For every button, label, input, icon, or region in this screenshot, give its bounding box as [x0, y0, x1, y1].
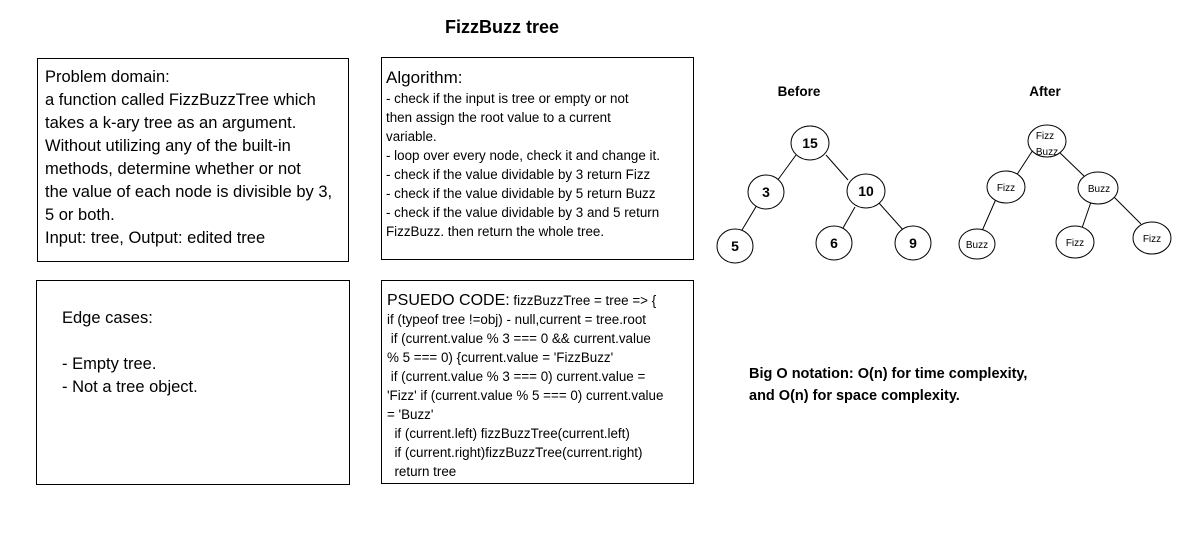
edge — [1081, 201, 1092, 229]
before-tree-edges — [741, 154, 905, 232]
edge — [842, 206, 856, 229]
algorithm-heading: Algorithm: — [386, 68, 463, 87]
big-o-line: and O(n) for space complexity. — [749, 388, 960, 404]
pseudo-line: = 'Buzz' — [387, 407, 434, 422]
algorithm-line: then assign the root value to a current — [386, 110, 611, 125]
node-right-left — [815, 225, 853, 261]
node-value: Buzz — [1088, 184, 1110, 195]
edge-cases-box: Edge cases: - Empty tree. - Not a tree o… — [36, 280, 350, 485]
algorithm-line: - loop over every node, check it and cha… — [386, 148, 660, 163]
node-left-left — [716, 228, 754, 264]
big-o-line: Big O notation: O(n) for time complexity… — [749, 366, 1028, 382]
pseudo-heading: PSUEDO CODE: — [387, 292, 510, 309]
node-value: Fizz — [1143, 234, 1161, 245]
problem-line: Input: tree, Output: edited tree — [45, 229, 266, 247]
problem-domain-box: Problem domain: a function called FizzBu… — [37, 58, 349, 262]
node-value: Fizz — [1036, 131, 1054, 142]
page-title: FizzBuzz tree — [444, 17, 559, 37]
edge — [741, 204, 758, 231]
node-value: 9 — [909, 235, 917, 251]
before-tree-nodes — [716, 125, 932, 264]
algorithm-line: FizzBuzz. then return the whole tree. — [386, 224, 605, 239]
node-root — [1027, 124, 1067, 158]
algorithm-box: Algorithm: - check if the input is tree … — [381, 57, 694, 260]
problem-line: methods, determine whether or not — [45, 160, 301, 178]
pseudo-line: if (typeof tree !=obj) - null,current = … — [387, 312, 647, 327]
edge — [776, 154, 797, 182]
pseudo-line: if (current.value % 3 === 0 && current.v… — [387, 331, 651, 346]
node-value: Buzz — [966, 240, 988, 251]
edge-case-item: - Empty tree. — [62, 355, 157, 373]
after-tree-nodes — [958, 124, 1172, 260]
problem-line: Without utilizing any of the built-in — [45, 137, 291, 155]
pseudo-first-line: fizzBuzzTree = tree => { — [509, 293, 657, 308]
pseudo-line: return tree — [387, 464, 457, 479]
problem-line: 5 or both. — [45, 206, 115, 224]
node-value: 6 — [830, 235, 838, 251]
algorithm-line: variable. — [386, 129, 437, 144]
pseudo-line: if (current.left) fizzBuzzTree(current.l… — [387, 426, 630, 441]
pseudo-line: if (current.right)fizzBuzzTree(current.r… — [387, 445, 643, 460]
problem-line: takes a k-ary tree as an argument. — [45, 114, 297, 132]
node-right — [1077, 171, 1119, 205]
node-left — [986, 170, 1026, 204]
pseudo-line: if (current.value % 3 === 0) current.val… — [387, 369, 646, 384]
node-value: 15 — [802, 135, 818, 151]
after-tree-edges — [981, 149, 1142, 232]
problem-line: a function called FizzBuzzTree which — [45, 91, 316, 109]
algorithm-line: - check if the value dividable by 3 and … — [386, 205, 660, 220]
algorithm-line: - check if the input is tree or empty or… — [386, 91, 629, 106]
before-tree-labels: 15 3 10 5 6 9 — [731, 135, 917, 254]
node-right-left — [1055, 225, 1095, 259]
node-right-right — [894, 225, 932, 261]
node-right — [846, 173, 886, 209]
pseudo-code-box: PSUEDO CODE: fizzBuzzTree = tree => { if… — [381, 280, 694, 484]
edge — [1056, 149, 1085, 177]
pseudo-line: % 5 === 0) {current.value = 'FizzBuzz' — [387, 350, 614, 365]
pseudo-line: 'Fizz' if (current.value % 5 === 0) curr… — [387, 388, 664, 403]
edge — [825, 154, 849, 181]
edge — [1015, 149, 1034, 177]
edge-case-item: - Not a tree object. — [62, 378, 198, 396]
node-value: Fizz — [997, 183, 1015, 194]
node-right-right — [1132, 221, 1172, 255]
problem-line: the value of each node is divisible by 3… — [45, 183, 333, 201]
algorithm-line: - check if the value dividable by 3 retu… — [386, 167, 651, 182]
edge — [981, 198, 997, 232]
node-left — [747, 174, 785, 210]
edge — [1113, 196, 1142, 225]
edge-cases-heading: Edge cases: — [62, 309, 153, 327]
algorithm-line: - check if the value dividable by 5 retu… — [386, 186, 656, 201]
node-root — [790, 125, 830, 161]
edge — [878, 202, 905, 232]
before-label: Before — [778, 84, 821, 99]
tree-diagrams: 15 3 10 5 6 9 Before Fizz Buzz Fizz Buzz… — [716, 84, 1172, 264]
after-tree-labels: Fizz Buzz Fizz Buzz Buzz Fizz Fizz — [966, 131, 1161, 251]
after-label: After — [1029, 84, 1061, 99]
big-o-note: Big O notation: O(n) for time complexity… — [749, 363, 1027, 407]
node-value: 3 — [762, 184, 770, 200]
node-value: Fizz — [1066, 238, 1084, 249]
problem-line: Problem domain: — [45, 68, 170, 86]
node-value: 5 — [731, 238, 739, 254]
node-value: Buzz — [1036, 147, 1058, 158]
node-left-left — [958, 228, 996, 260]
node-value: 10 — [858, 183, 874, 199]
